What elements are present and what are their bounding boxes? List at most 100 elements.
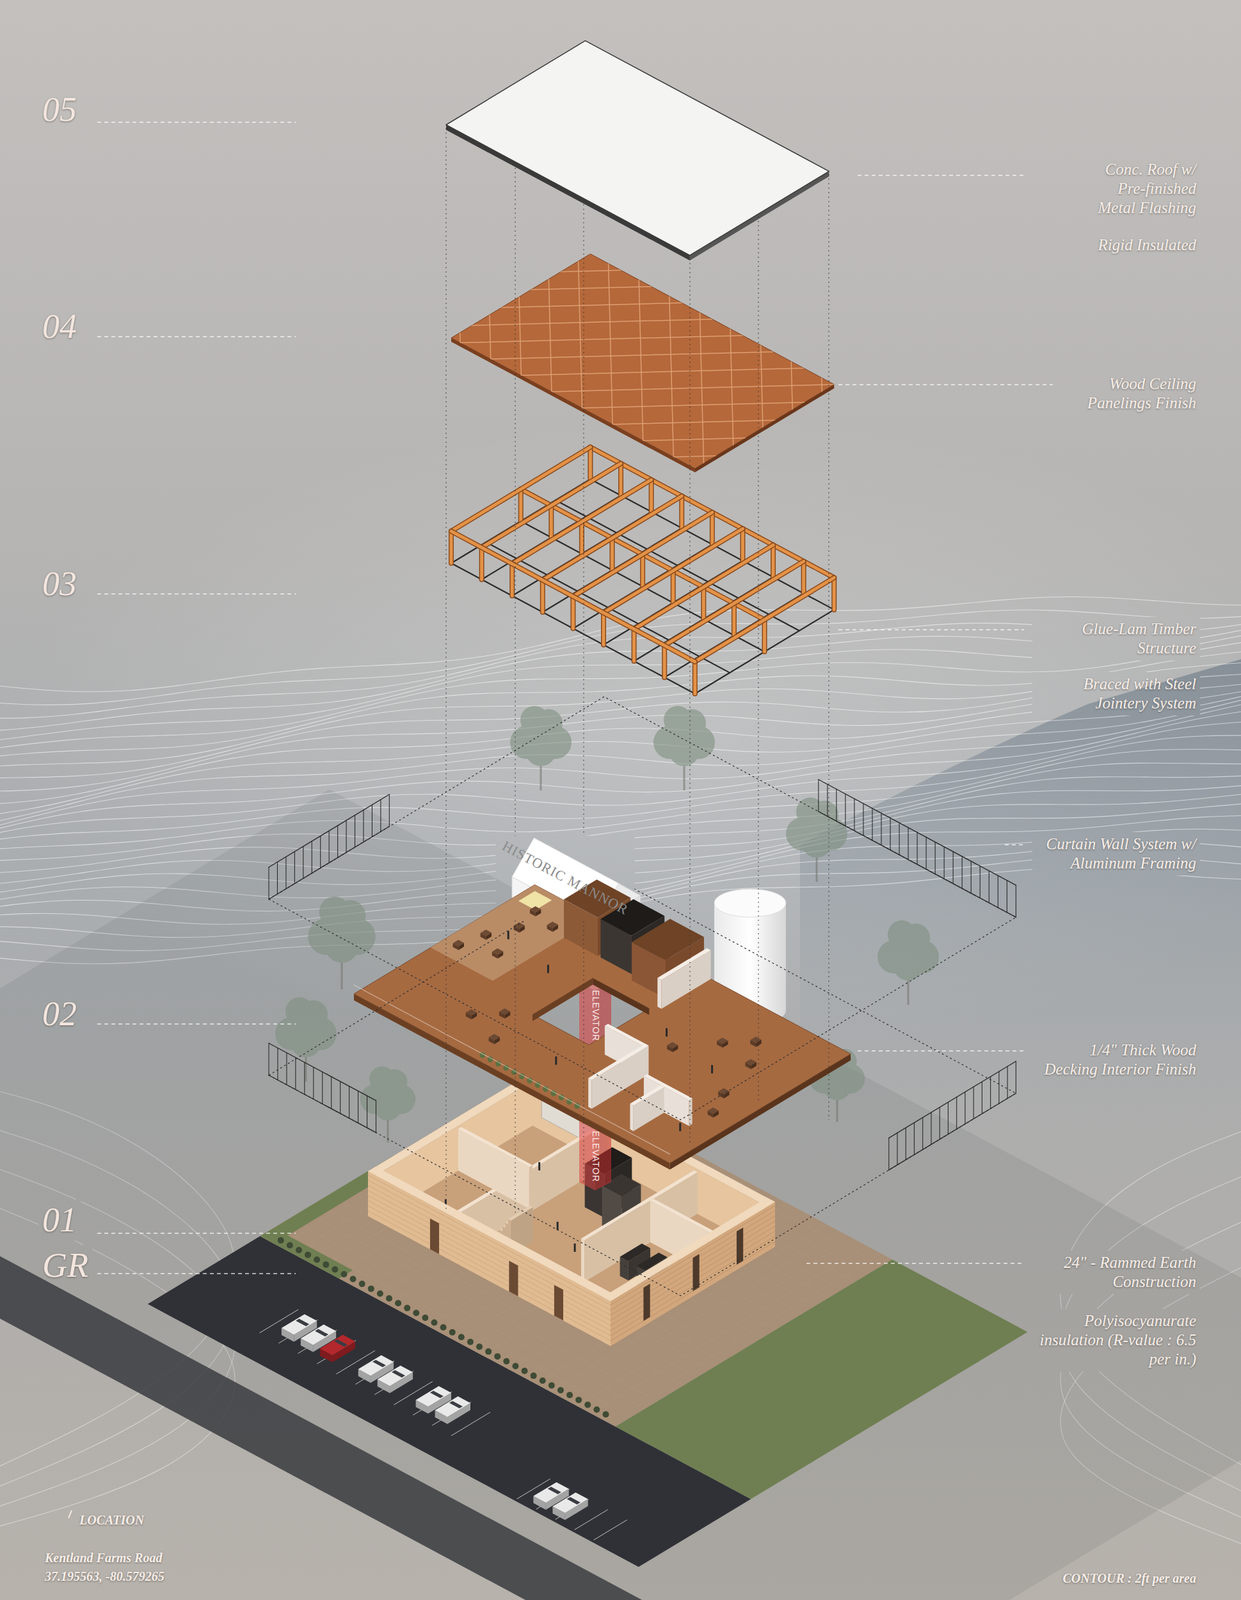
second-floor bbox=[353, 879, 851, 1170]
hedge bbox=[593, 1406, 600, 1413]
tree-crown bbox=[677, 709, 706, 738]
curtain-wall-mullion bbox=[939, 1107, 941, 1140]
glulam-beam bbox=[542, 496, 682, 580]
level-number: 01 bbox=[42, 1201, 77, 1239]
glulam-beam bbox=[588, 447, 593, 480]
contour-line bbox=[0, 775, 1241, 874]
label-anchor: 03 bbox=[42, 565, 77, 603]
glulam-beam bbox=[572, 512, 712, 597]
panel-joint bbox=[577, 247, 582, 408]
car-windshield bbox=[372, 1360, 386, 1368]
hedge bbox=[368, 1285, 375, 1293]
partition-wall bbox=[588, 1043, 649, 1081]
trees bbox=[275, 705, 939, 1143]
furniture bbox=[480, 929, 492, 937]
glulam-beam-edge bbox=[479, 547, 485, 580]
curtain-wall-mullion bbox=[268, 1043, 269, 1076]
curtain-wall-mullion bbox=[844, 794, 846, 827]
rammed-earth-wall bbox=[602, 1197, 776, 1302]
curtain-wall-mullion bbox=[354, 815, 356, 848]
coordinates: 37.195563, -80.579265 bbox=[44, 1568, 165, 1585]
hedge bbox=[467, 1338, 474, 1346]
glulam-beam-edge bbox=[512, 480, 651, 564]
curtain-wall-mullion bbox=[990, 1076, 991, 1109]
rammed-earth-stripe bbox=[368, 1205, 611, 1336]
curtain-wall-mullion bbox=[917, 832, 918, 865]
tree-crown bbox=[823, 1072, 851, 1101]
glulam-beam bbox=[619, 463, 623, 496]
curtain-wall bbox=[268, 696, 1016, 1297]
glulam-beam-edge bbox=[520, 488, 765, 620]
person bbox=[547, 964, 550, 973]
level-number: 03 bbox=[42, 565, 77, 603]
tree-crown bbox=[334, 899, 366, 931]
car-windshield bbox=[449, 1401, 463, 1409]
car-windshield bbox=[567, 1497, 581, 1505]
hedge bbox=[494, 1353, 501, 1360]
steel-joint-line bbox=[451, 563, 696, 694]
contour-note: CONTOUR : 2ft per area bbox=[1062, 1570, 1197, 1586]
rammed-earth-stripe bbox=[610, 1221, 776, 1321]
illustration bbox=[0, 40, 1241, 1600]
car-windshield bbox=[430, 1390, 444, 1399]
level-line bbox=[97, 336, 296, 338]
person bbox=[507, 931, 510, 940]
glulam-beam bbox=[693, 661, 697, 694]
curtain-wall-mullion bbox=[321, 1072, 323, 1105]
hedge bbox=[286, 1242, 294, 1249]
glulam-beam-edge bbox=[451, 531, 696, 662]
curtain-wall-mullion bbox=[889, 817, 891, 850]
car-windshield bbox=[547, 1486, 562, 1495]
glulam-beam bbox=[732, 603, 736, 636]
rammed-earth-wall bbox=[368, 1171, 611, 1346]
curtain-wall-mullion bbox=[998, 1071, 1000, 1104]
curtain-wall-mullion bbox=[346, 820, 347, 853]
panel-joint bbox=[791, 361, 795, 523]
glulam-beam-edge bbox=[618, 463, 624, 496]
panel-joint bbox=[612, 417, 895, 425]
label-anchor: 24" - Rammed Earth Construction bbox=[1036, 1253, 1197, 1292]
car bbox=[377, 1365, 413, 1387]
glulam-beam-edge bbox=[670, 570, 676, 603]
tree-crown bbox=[901, 923, 930, 952]
glulam-beam bbox=[762, 619, 767, 652]
curtain-outline bbox=[268, 872, 1016, 1297]
contour-line bbox=[0, 597, 1241, 692]
glulam-beam bbox=[451, 531, 696, 662]
door-opening bbox=[554, 1285, 564, 1322]
contour-line bbox=[0, 661, 1241, 768]
panel-joint bbox=[582, 400, 865, 408]
curtain-wall-mullion bbox=[362, 810, 364, 843]
projection-lines bbox=[446, 128, 829, 1217]
panel-joint bbox=[638, 279, 643, 441]
curtain-wall-mullion bbox=[880, 813, 882, 846]
contour-line bbox=[0, 735, 1241, 843]
leader-line bbox=[838, 629, 1025, 631]
glulam-beam bbox=[634, 545, 774, 630]
glulam-beam bbox=[664, 561, 804, 646]
hedge bbox=[313, 1256, 321, 1263]
curtain-wall-mullion bbox=[357, 1091, 359, 1124]
projection-line bbox=[445, 128, 447, 1210]
door-opening bbox=[430, 1218, 440, 1255]
label-anchor: Curtain Wall System w/ Aluminum Framing bbox=[1036, 834, 1197, 873]
partition-wall bbox=[604, 1024, 648, 1048]
curtain-wall-mullion bbox=[988, 871, 990, 904]
curtain-wall-mullion bbox=[908, 827, 909, 860]
rammed-earth-stripe bbox=[368, 1180, 611, 1311]
person bbox=[711, 1064, 713, 1074]
panel-joint bbox=[795, 515, 1078, 523]
hedge bbox=[359, 1280, 366, 1288]
glulam-beam-edge bbox=[579, 521, 585, 554]
glulam-beam-edge bbox=[540, 579, 546, 612]
tree-crown bbox=[373, 1093, 402, 1121]
glulam-beam-edge bbox=[762, 619, 768, 652]
curtain-wall-mullion bbox=[905, 1127, 907, 1160]
curtain-wall-mullion bbox=[1006, 880, 1008, 913]
glulam-beam bbox=[519, 488, 523, 521]
label-anchor: 37.195563, -80.579265 bbox=[44, 1568, 165, 1585]
glulam-beam bbox=[663, 645, 667, 678]
person bbox=[574, 1243, 577, 1252]
glulam-beam-edge bbox=[801, 561, 807, 594]
glulam-beam-edge bbox=[640, 554, 646, 587]
